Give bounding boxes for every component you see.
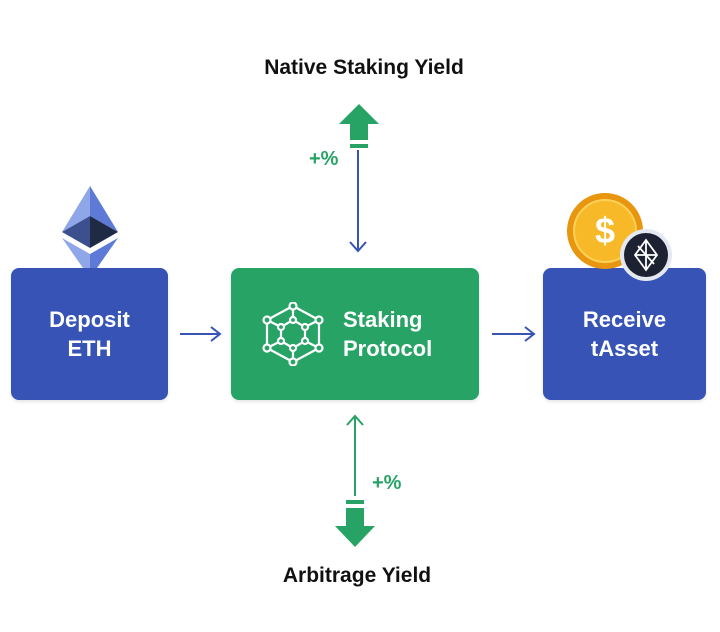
network-nodes-icon xyxy=(262,302,324,366)
receive-tasset-box: Receive tAsset xyxy=(543,268,706,400)
arbitrage-yield-label: Arbitrage Yield xyxy=(282,564,432,587)
arrow-staking-to-receive xyxy=(492,326,536,342)
staking-protocol-box: Staking Protocol xyxy=(231,268,479,400)
top-connector-arrow xyxy=(349,150,367,253)
top-yield-percent: +% xyxy=(309,148,339,170)
down-arrow-icon xyxy=(335,500,375,547)
deposit-box-line1: Deposit xyxy=(49,307,130,332)
bottom-yield-percent: +% xyxy=(372,472,402,494)
svg-text:$: $ xyxy=(595,210,615,251)
bottom-connector-arrow xyxy=(346,414,364,496)
arrow-deposit-to-staking xyxy=(180,326,222,342)
deposit-box-line2: ETH xyxy=(67,336,112,361)
staking-box-line1: Staking xyxy=(343,307,423,332)
staking-box-line2: Protocol xyxy=(343,336,433,361)
up-arrow-icon xyxy=(339,104,379,148)
token-coin-icon xyxy=(620,229,672,281)
deposit-eth-box: Deposit ETH xyxy=(11,268,168,400)
receive-box-line2: tAsset xyxy=(590,336,659,361)
ethereum-icon xyxy=(62,186,118,278)
native-staking-yield-label: Native Staking Yield xyxy=(264,56,464,79)
receive-box-line1: Receive xyxy=(582,307,667,332)
